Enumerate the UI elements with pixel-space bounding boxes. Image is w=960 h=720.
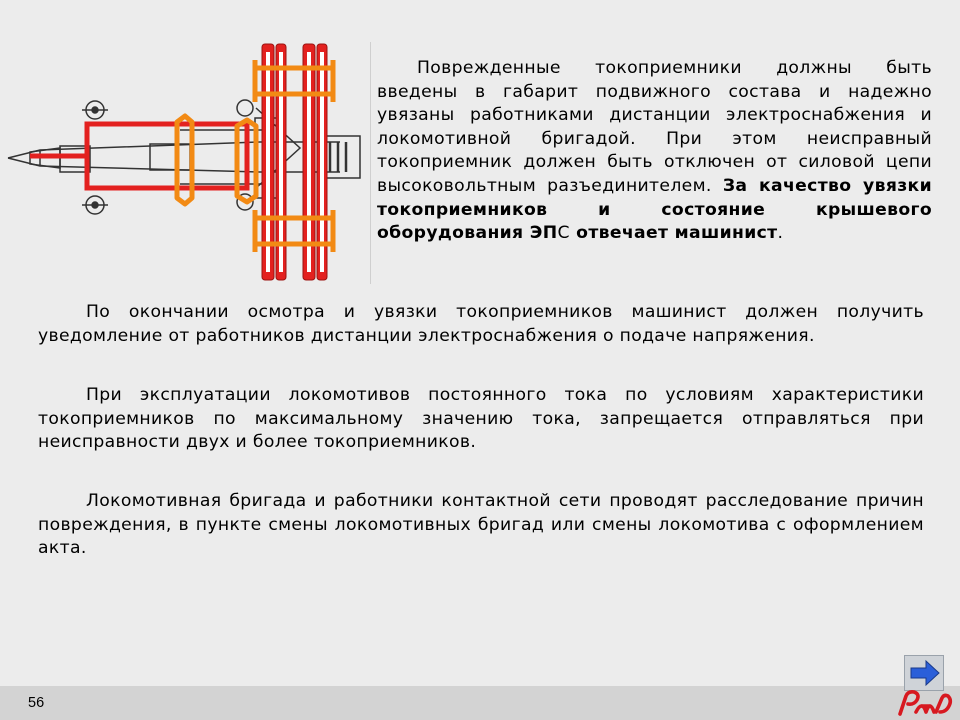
paragraph-investigation: Локомотивная бригада и работники контакт… — [38, 490, 924, 561]
top-text-end: . — [777, 223, 784, 244]
figure-divider — [370, 42, 371, 284]
top-text-bold2: отвечает машинист — [569, 223, 778, 244]
top-paragraph: Поврежденные токоприемники должны быть в… — [377, 57, 932, 246]
top-text-part1: Поврежденные токоприемники должны быть в… — [377, 58, 932, 196]
paragraph-text: При эксплуатации локомотивов постоянного… — [38, 385, 924, 453]
next-slide-button[interactable] — [904, 655, 944, 691]
paragraph-text: По окончании осмотра и увязки токоприемн… — [38, 302, 924, 346]
skid-holes — [266, 52, 324, 272]
top-text-bold-tail: С — [557, 223, 570, 244]
top-text-bold: За качество увязки токоприемников и сост… — [377, 175, 932, 244]
pantograph-frame — [7, 99, 361, 215]
pantograph-tie-diagram — [7, 43, 361, 281]
paragraph-text: Локомотивная бригада и работники контакт… — [38, 491, 924, 559]
footer-bar — [0, 686, 960, 720]
frame-red — [30, 121, 250, 191]
rzd-logo — [898, 690, 953, 716]
paragraph-notification: По окончании осмотра и увязки токоприемн… — [38, 301, 924, 348]
arrow-right-icon — [910, 659, 940, 687]
paragraph-dc-locomotives: При эксплуатации локомотивов постоянного… — [38, 384, 924, 455]
ties-orange — [174, 60, 336, 252]
page-number: 56 — [28, 695, 45, 711]
